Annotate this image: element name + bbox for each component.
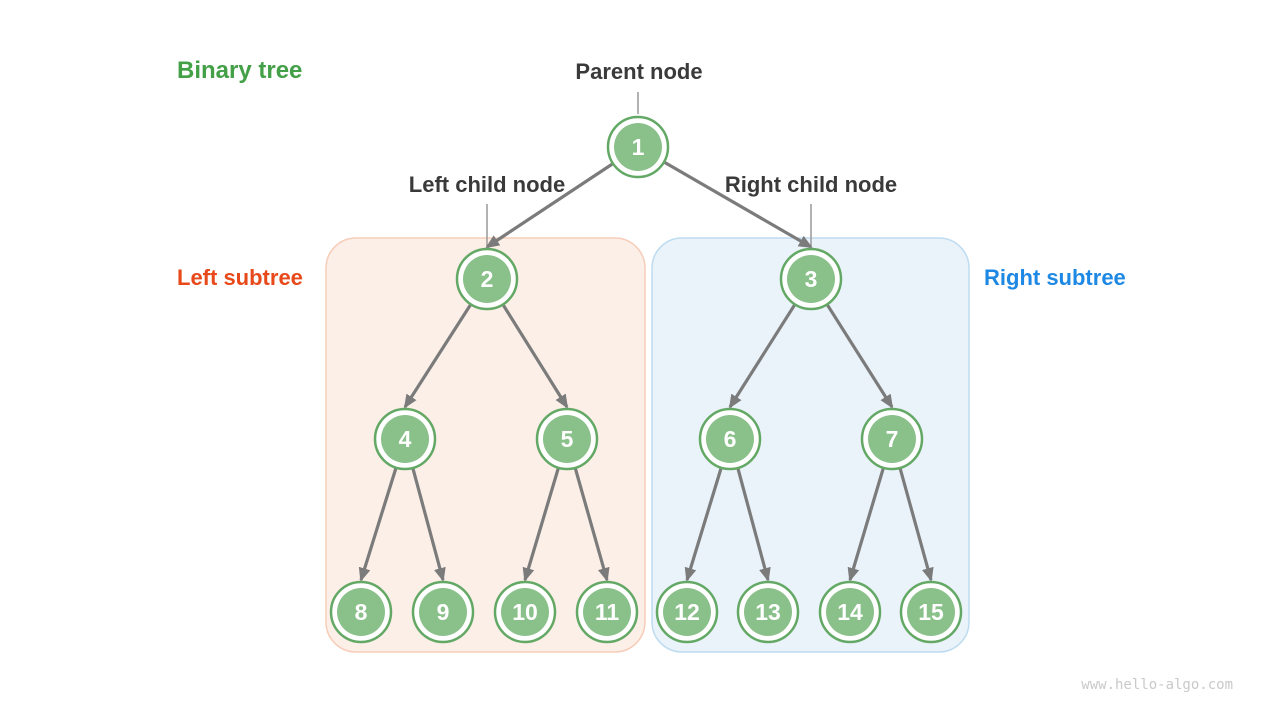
- tree-node-value: 2: [481, 266, 494, 292]
- tree-node-value: 6: [724, 426, 737, 452]
- tree-node-1: 1: [606, 115, 670, 179]
- tree-node-fill: [419, 588, 467, 636]
- tree-edge-6-13: [736, 468, 771, 582]
- tree-node-value: 3: [805, 266, 818, 292]
- tree-node-6: 6: [698, 407, 762, 471]
- tree-edge-3-7: [826, 304, 894, 409]
- tree-node-fill: [868, 415, 916, 463]
- tree-node-value: 14: [837, 599, 863, 625]
- tree-node-2: 2: [455, 247, 519, 311]
- tree-edge-1-2: [485, 162, 614, 249]
- tree-node-7: 7: [860, 407, 924, 471]
- tree-node-fill: [463, 255, 511, 303]
- tree-node-13: 13: [736, 580, 800, 644]
- tree-node-14: 14: [818, 580, 882, 644]
- tree-node-value: 4: [399, 426, 412, 452]
- tree-node-9: 9: [411, 580, 475, 644]
- tree-node-fill: [663, 588, 711, 636]
- tree-node-5: 5: [535, 407, 599, 471]
- tree-node-11: 11: [575, 580, 639, 644]
- tree-edge-5-11: [573, 468, 610, 582]
- tree-node-fill: [787, 255, 835, 303]
- parent-node-label: Parent node: [575, 59, 703, 84]
- tree-node-fill: [583, 588, 631, 636]
- right-child-node-label: Right child node: [724, 172, 898, 197]
- tree-node-3: 3: [779, 247, 843, 311]
- tree-node-value: 5: [561, 426, 574, 452]
- tree-node-fill: [706, 415, 754, 463]
- tree-node-8: 8: [329, 580, 393, 644]
- tree-node-value: 1: [632, 134, 645, 160]
- tree-edge-2-4: [403, 304, 472, 409]
- tree-edge-2-5: [502, 304, 569, 409]
- tree-edge-7-15: [898, 468, 934, 582]
- tree-edge-5-10: [522, 468, 560, 582]
- tree-edge-6-12: [684, 468, 723, 582]
- tree-edge-7-14: [847, 468, 885, 582]
- tree-edge-4-9: [411, 468, 446, 582]
- watermark: www.hello-algo.com: [1081, 677, 1233, 693]
- tree-edge-4-8: [358, 468, 398, 582]
- tree-edge-3-6: [728, 304, 796, 409]
- tree-node-15: 15: [899, 580, 963, 644]
- tree-node-value: 9: [437, 599, 450, 625]
- tree-node-value: 7: [886, 426, 899, 452]
- tree-node-value: 10: [512, 599, 538, 625]
- tree-node-fill: [907, 588, 955, 636]
- tree-node-fill: [826, 588, 874, 636]
- tree-node-value: 12: [674, 599, 700, 625]
- tree-node-value: 11: [595, 599, 620, 625]
- tree-node-value: 15: [918, 599, 944, 625]
- left-subtree-label: Left subtree: [177, 265, 303, 290]
- tree-edge-1-3: [664, 161, 813, 249]
- tree-node-4: 4: [373, 407, 437, 471]
- tree-node-fill: [614, 123, 662, 171]
- tree-node-fill: [381, 415, 429, 463]
- tree-node-fill: [337, 588, 385, 636]
- tree-node-fill: [501, 588, 549, 636]
- tree-node-value: 13: [755, 599, 781, 625]
- tree-node-fill: [543, 415, 591, 463]
- tree-node-fill: [744, 588, 792, 636]
- left-child-node-label: Left child node: [408, 172, 566, 197]
- tree-node-value: 8: [355, 599, 368, 625]
- tree-node-12: 12: [655, 580, 719, 644]
- right-subtree-label: Right subtree: [984, 265, 1126, 290]
- figure-title: Binary tree: [177, 57, 303, 84]
- tree-node-10: 10: [493, 580, 557, 644]
